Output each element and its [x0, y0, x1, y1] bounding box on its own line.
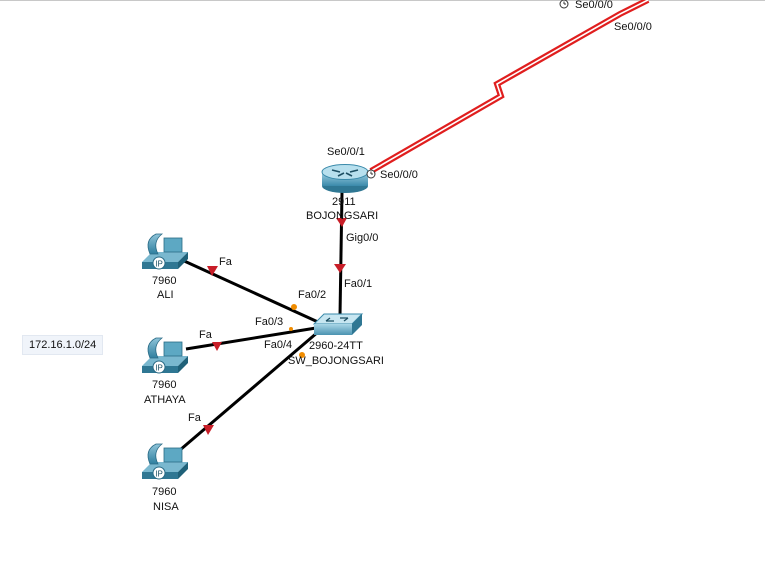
ip-phone-ali-icon[interactable]: IP — [142, 233, 188, 270]
ip-badge-nisa: IP — [155, 470, 163, 479]
phone-ali-model: 7960 — [152, 275, 176, 287]
ip-phone-nisa-icon[interactable]: IP — [142, 443, 188, 480]
phone-athaya-port: Fa — [199, 329, 213, 341]
switch-port-ali-label: Fa0/2 — [298, 289, 326, 301]
switch-model-label: 2960-24TT — [309, 340, 363, 352]
router-gig-port-label: Gig0/0 — [346, 232, 378, 244]
ip-phone-athaya-icon[interactable]: IP — [142, 337, 188, 374]
serial-link[interactable] — [369, 0, 650, 174]
router-icon[interactable] — [321, 164, 369, 194]
clock-icon — [366, 169, 376, 179]
serial-top-label-left: Se0/0/0 — [575, 0, 613, 11]
link-ali[interactable] — [181, 258, 319, 324]
switch-uplink-port-label: Fa0/1 — [344, 278, 372, 290]
switch-port-athaya-label: Fa0/3 — [255, 316, 283, 328]
phone-nisa-model: 7960 — [152, 486, 176, 498]
canvas-top-border — [0, 0, 765, 1]
router-switch-link[interactable] — [334, 191, 347, 317]
phone-ali-name: ALI — [157, 289, 174, 301]
router-model-label: 2911 — [332, 196, 356, 208]
phone-athaya-name: ATHAYA — [144, 394, 186, 406]
switch-name-label: SW_BOJONGSARI — [288, 355, 384, 367]
phone-nisa-port: Fa — [188, 412, 202, 424]
switch-port-nisa-label: Fa0/4 — [264, 339, 292, 351]
phone-athaya-model: 7960 — [152, 379, 176, 391]
link-nisa[interactable] — [179, 330, 319, 452]
ip-badge-athaya: IP — [155, 364, 163, 373]
router-name-label: BOJONGSARI — [306, 210, 378, 222]
serial-router-side-label: Se0/0/1 — [327, 146, 365, 158]
ip-badge-ali: IP — [155, 260, 163, 269]
phone-ali-port: Fa — [219, 256, 233, 268]
serial-top-label-right: Se0/0/0 — [614, 21, 652, 33]
link-athaya[interactable] — [185, 326, 317, 351]
phone-nisa-name: NISA — [153, 501, 179, 513]
network-address-note[interactable]: 172.16.1.0/24 — [22, 335, 104, 355]
clock-icon — [559, 0, 569, 9]
switch-icon[interactable] — [312, 313, 364, 335]
router-serial-port-label: Se0/0/0 — [380, 169, 418, 181]
